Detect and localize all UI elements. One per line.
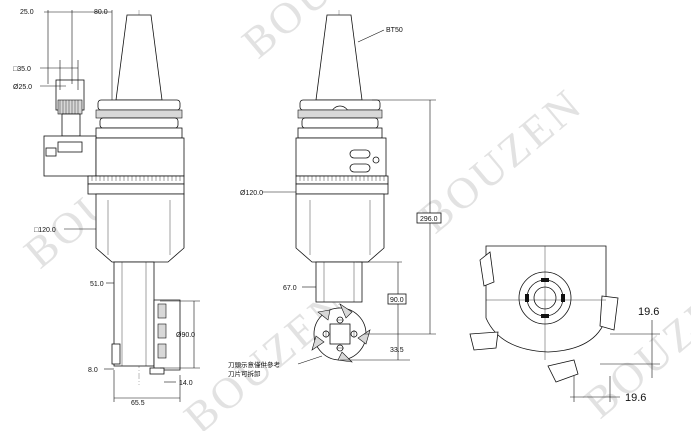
dim-dia25: Ø25.0 bbox=[13, 84, 32, 91]
dim-80: 80.0 bbox=[94, 9, 108, 16]
left-taper bbox=[115, 14, 163, 101]
dim-dia120: Ø120.0 bbox=[240, 190, 263, 197]
left-dimensions: 25.0 80.0 □35.0 Ø25.0 □120.0 51.0 Ø90.0 … bbox=[13, 9, 200, 407]
dim-33-5: 33.5 bbox=[390, 347, 404, 354]
left-body bbox=[95, 193, 185, 263]
note-line-2: 刀片可拆卸 bbox=[228, 369, 261, 378]
dim-65-5: 65.5 bbox=[131, 400, 145, 407]
dim-51: 51.0 bbox=[90, 281, 104, 288]
dim-19-6-a: 19.6 bbox=[638, 306, 659, 318]
front-body bbox=[295, 193, 385, 263]
dim-19-6-b: 19.6 bbox=[625, 392, 646, 404]
front-taper bbox=[315, 14, 363, 101]
dim-sq35: □35.0 bbox=[13, 66, 31, 73]
dim-296: 296.0 bbox=[420, 216, 438, 223]
dim-sq120: □120.0 bbox=[34, 227, 56, 234]
left-spindle bbox=[113, 261, 155, 367]
dim-14: 14.0 bbox=[179, 380, 193, 387]
bottom-view bbox=[469, 245, 619, 383]
left-side-view bbox=[43, 10, 185, 385]
dim-8: 8.0 bbox=[88, 367, 98, 374]
label-bt50: BT50 bbox=[386, 27, 403, 34]
front-view bbox=[295, 10, 389, 363]
note-line-1: 刀頭示意僅供參考 bbox=[228, 360, 281, 369]
front-dimensions: BT50 Ø120.0 296.0 90.0 67.0 33.5 刀頭示意僅供參… bbox=[228, 27, 442, 378]
dim-67: 67.0 bbox=[283, 285, 297, 292]
front-cutter-head bbox=[311, 303, 371, 363]
dim-25: 25.0 bbox=[20, 9, 34, 16]
dim-dia90: Ø90.0 bbox=[176, 332, 195, 339]
bottom-dimensions: 19.6 19.6 bbox=[570, 306, 660, 404]
dim-90: 90.0 bbox=[390, 297, 404, 304]
